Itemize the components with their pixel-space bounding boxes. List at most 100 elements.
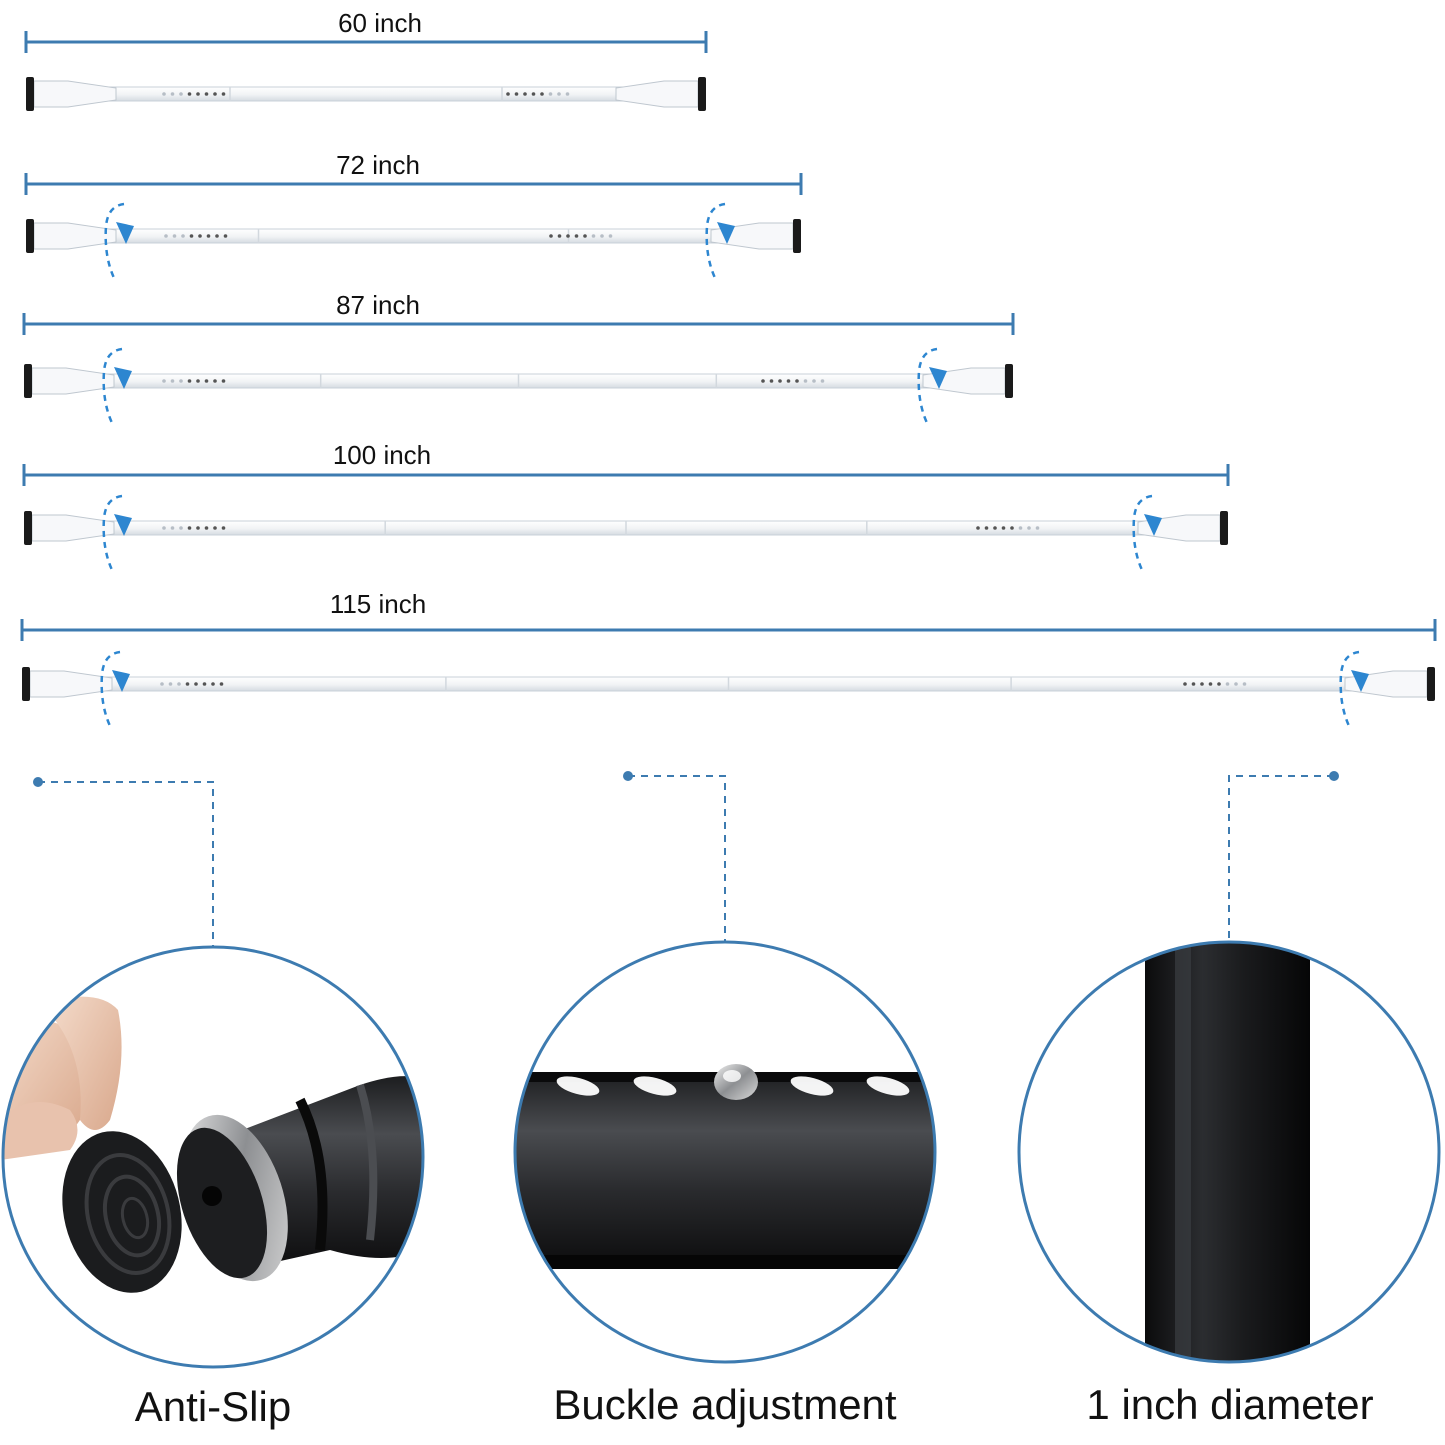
rotation-arrow-path	[1132, 494, 1153, 571]
adjust-hole	[1027, 526, 1031, 530]
adjust-hole	[187, 92, 192, 96]
adjust-hole	[769, 379, 774, 383]
rod-end-left	[29, 670, 113, 698]
rod-5	[20, 619, 1437, 727]
adjust-hole	[608, 234, 613, 238]
adjust-hole	[1225, 682, 1230, 686]
adjust-hole	[565, 92, 570, 96]
adjust-hole	[215, 234, 219, 238]
end-cap-right	[1427, 667, 1435, 701]
adjust-hole	[506, 92, 510, 96]
rotation-arrow-head	[717, 222, 735, 244]
diameter-photo	[1017, 940, 1441, 1364]
adjust-hole	[179, 526, 183, 530]
adjust-hole	[1001, 526, 1006, 530]
rotation-arrow-path	[1339, 650, 1360, 727]
leader-line-anti-slip	[38, 781, 214, 948]
adjust-hole	[1018, 526, 1023, 530]
leader-dot-diameter	[1329, 771, 1339, 781]
adjust-hole	[179, 92, 183, 96]
adjust-hole	[196, 92, 200, 96]
anti-slip-photo	[1, 945, 425, 1369]
rod-2	[24, 173, 803, 279]
adjust-hole	[531, 92, 536, 96]
rotation-arrow-path	[102, 347, 123, 424]
adjust-hole	[164, 234, 168, 238]
adjust-hole	[1208, 682, 1213, 686]
rotation-arrow-head	[1351, 670, 1369, 692]
adjust-hole	[993, 526, 997, 530]
leader-lines	[38, 775, 1334, 948]
adjust-hole	[162, 379, 166, 383]
rods-group	[20, 31, 1437, 727]
rod-body	[65, 86, 667, 102]
leader-line-diameter	[1228, 775, 1334, 942]
rod-end-left	[31, 514, 115, 542]
adjust-hole	[548, 92, 553, 96]
adjust-hole	[185, 682, 190, 686]
buckle-adjustment-photo	[513, 940, 937, 1364]
end-cap-left	[24, 364, 32, 398]
adjust-hole	[204, 92, 209, 96]
rod-3	[22, 313, 1015, 424]
caption-buckle-adjustment: Buckle adjustment	[553, 1381, 897, 1428]
adjust-hole	[976, 526, 980, 530]
adjust-hole	[540, 92, 544, 96]
rotation-arrow-path	[102, 494, 123, 571]
adjust-hole	[778, 379, 782, 383]
adjust-hole	[213, 526, 217, 530]
adjust-hole	[206, 234, 211, 238]
adjust-hole	[160, 682, 164, 686]
adjust-hole	[177, 682, 181, 686]
end-cap-left	[24, 511, 32, 545]
adjust-hole	[221, 526, 226, 530]
adjust-hole	[194, 682, 198, 686]
rotation-arrow-path	[100, 650, 121, 727]
rod-length-label: 100 inch	[332, 440, 432, 470]
rod-end-right	[615, 80, 699, 108]
adjust-hole	[549, 234, 553, 238]
adjust-hole	[557, 92, 561, 96]
adjust-hole	[812, 379, 816, 383]
adjust-hole	[1217, 682, 1221, 686]
adjust-hole	[566, 234, 570, 238]
adjust-hole	[514, 92, 519, 96]
adjust-hole	[168, 682, 173, 686]
caption-diameter: 1 inch diameter	[1086, 1381, 1374, 1428]
end-cap-right	[698, 77, 706, 111]
adjust-hole	[786, 379, 791, 383]
rod-4	[22, 464, 1230, 571]
leader-dot-anti-slip	[33, 777, 43, 787]
rod-end-left	[31, 367, 115, 395]
leader-dot-buckle	[623, 771, 633, 781]
rod-body	[65, 228, 762, 244]
adjust-hole	[198, 234, 202, 238]
adjust-hole	[591, 234, 596, 238]
end-cap-left	[22, 667, 30, 701]
rotation-arrow-head	[1144, 514, 1162, 536]
caption-anti-slip: Anti-Slip	[134, 1383, 292, 1430]
adjust-hole	[820, 379, 825, 383]
rotation-arrow-head	[112, 670, 130, 692]
rotation-arrow-head	[114, 514, 132, 536]
adjust-hole	[179, 379, 183, 383]
adjust-hole	[170, 92, 175, 96]
adjust-hole	[1010, 526, 1014, 530]
rod-length-label: 87 inch	[336, 290, 420, 320]
rotation-arrow-head	[114, 367, 132, 389]
adjust-hole	[211, 682, 215, 686]
adjust-hole	[223, 234, 228, 238]
end-cap-left	[26, 77, 34, 111]
adjust-hole	[187, 379, 192, 383]
adjust-hole	[1242, 682, 1247, 686]
adjust-hole	[170, 526, 175, 530]
adjust-hole	[196, 379, 200, 383]
rod-length-label: 115 inch	[329, 589, 427, 619]
adjust-hole	[219, 682, 224, 686]
rod-length-label: 72 inch	[336, 150, 420, 180]
adjust-hole	[213, 379, 217, 383]
adjust-hole	[1183, 682, 1187, 686]
adjust-hole	[600, 234, 604, 238]
leader-line-buckle	[628, 775, 726, 942]
adjust-hole	[761, 379, 765, 383]
